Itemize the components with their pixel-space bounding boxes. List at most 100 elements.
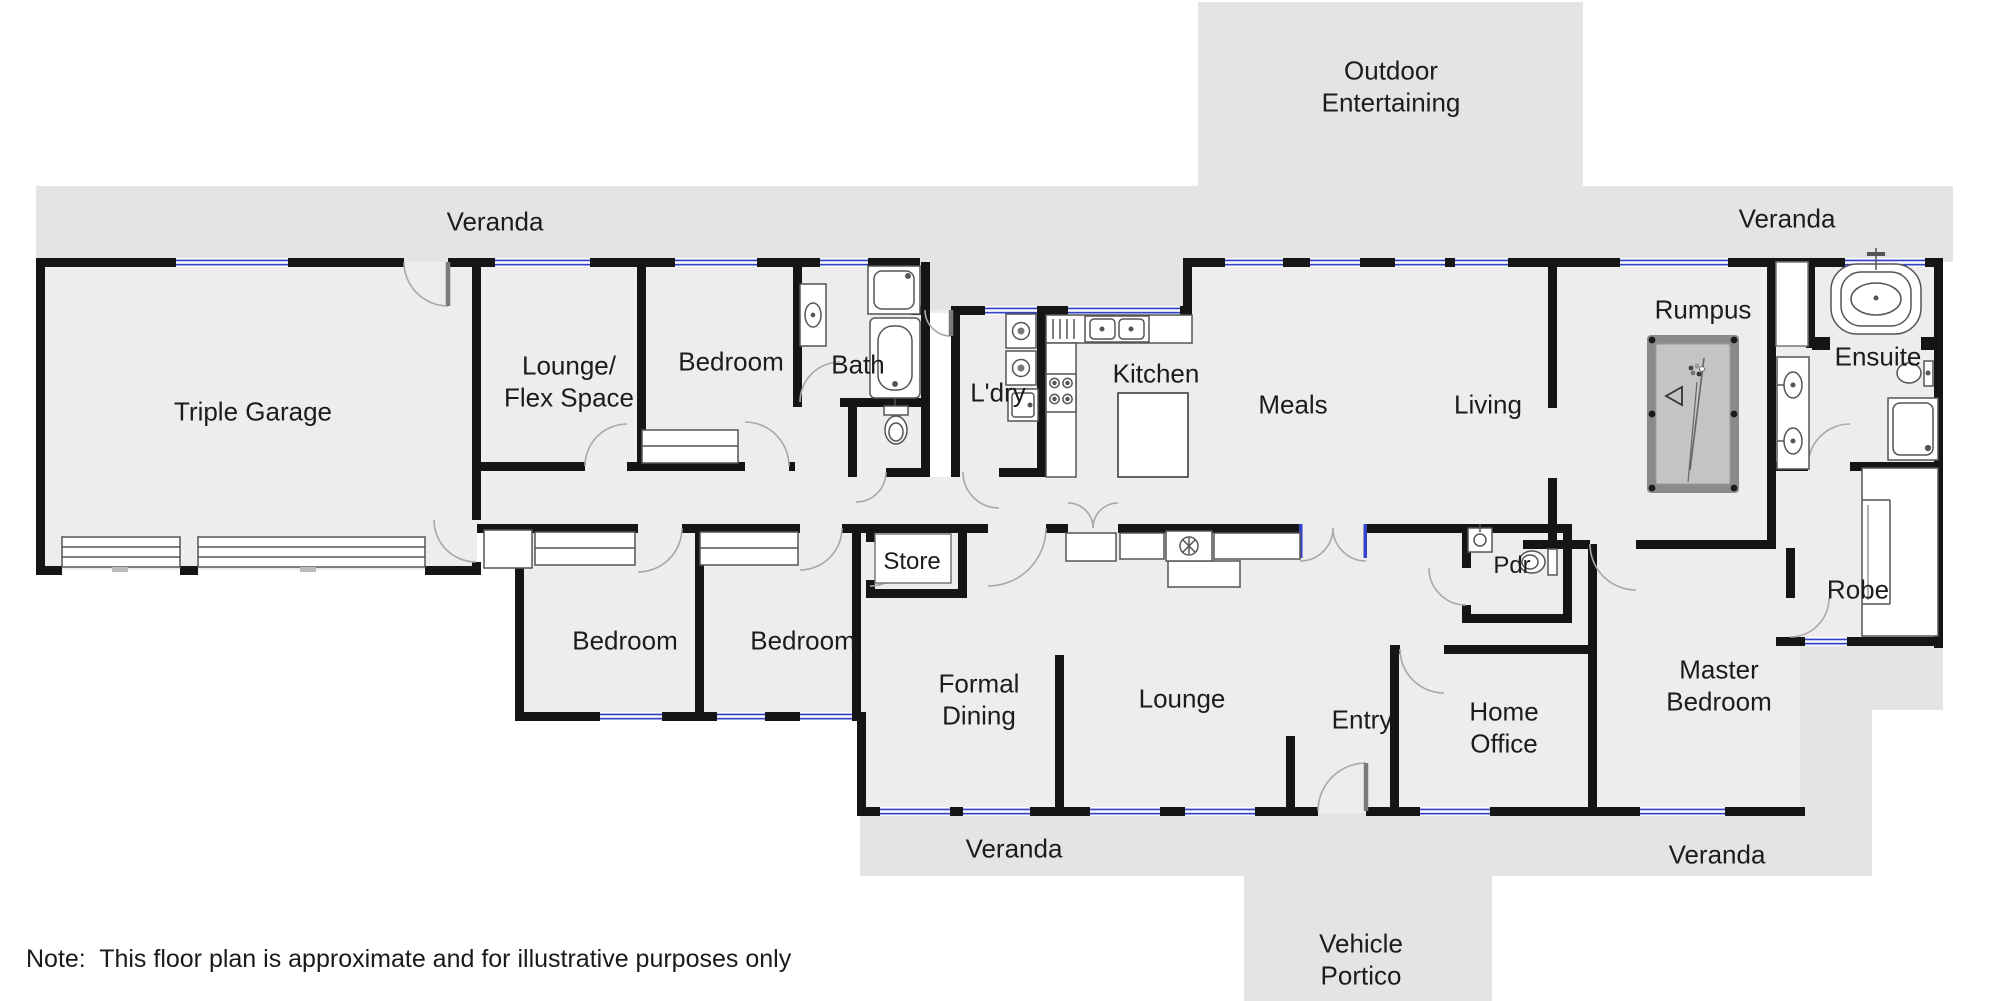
window-icon	[1090, 807, 1160, 816]
window-icon	[1395, 258, 1445, 267]
windows-layer	[176, 258, 1925, 816]
door-arc-icon	[433, 519, 477, 563]
door-arc-icon	[962, 471, 1000, 509]
label-veranda-top-right: Veranda	[1738, 203, 1836, 234]
entry-sidelight	[1363, 524, 1367, 558]
doors-layer	[403, 261, 1851, 812]
garage-door-icon	[197, 536, 426, 572]
window-icon	[675, 258, 757, 267]
door-arc-icon	[1317, 762, 1367, 812]
door-arc-icon	[1299, 527, 1334, 562]
vanity-sink-icon	[1776, 356, 1810, 470]
label-robe: Robe	[1826, 574, 1890, 605]
label-store: Store	[883, 548, 941, 575]
window-icon	[495, 258, 590, 267]
door-arc-icon	[1428, 567, 1467, 606]
washer-icon	[1005, 313, 1037, 349]
door-arc-icon	[744, 421, 790, 467]
toilet-icon	[1896, 360, 1934, 387]
window-icon	[1620, 258, 1728, 267]
label-bath: Bath	[831, 349, 885, 380]
door-arc-icon	[855, 471, 887, 503]
door-arc-icon	[637, 527, 683, 573]
label-home-office: Home Office	[1469, 696, 1539, 758]
label-lounge-flex: Lounge/ Flex Space	[503, 350, 635, 412]
window-icon	[1185, 807, 1255, 816]
label-master-bedroom: Master Bedroom	[1666, 654, 1772, 716]
window-icon	[1225, 258, 1283, 267]
bathtub-icon	[869, 317, 921, 408]
door-arc-icon	[1092, 502, 1119, 529]
label-lounge: Lounge	[1138, 683, 1226, 714]
toilet-icon	[883, 405, 909, 445]
window-icon	[1068, 306, 1180, 315]
window-icon	[1420, 807, 1490, 816]
veranda-recess	[918, 262, 1188, 310]
label-rumpus: Rumpus	[1654, 294, 1752, 325]
door-leaf	[445, 262, 1369, 811]
toilet-icon	[1518, 548, 1558, 576]
stove-icon	[1045, 373, 1077, 413]
window-icon	[600, 712, 662, 721]
wardrobe-icon	[1861, 467, 1939, 637]
door-arc-icon	[584, 423, 628, 467]
door-arc-icon	[1589, 543, 1637, 591]
door-arc-icon	[987, 527, 1047, 587]
wardrobe-icon	[641, 429, 739, 464]
shower-icon	[867, 265, 921, 315]
label-triple-garage: Triple Garage	[174, 396, 332, 427]
label-powder: Pdr	[1493, 552, 1531, 579]
label-bedroom-bottom-left: Bedroom	[572, 625, 678, 656]
door-arc-icon	[799, 361, 841, 403]
label-vehicle-portico: Vehicle Portico	[1319, 928, 1403, 990]
shower-icon	[1887, 397, 1939, 461]
vanity-sink-icon	[799, 283, 827, 347]
window-icon	[176, 258, 288, 267]
label-entry: Entry	[1331, 704, 1393, 735]
window-icon	[1455, 258, 1508, 267]
laundry-trough-icon	[1007, 388, 1039, 422]
window-icon	[800, 712, 852, 721]
window-icon	[985, 306, 1037, 315]
door-arc-icon	[403, 261, 449, 307]
freestanding-bath-icon	[1830, 248, 1922, 335]
door-arc-icon	[1332, 527, 1367, 562]
garage-door-icon	[61, 536, 181, 572]
linen-cupboard	[1775, 261, 1809, 347]
label-outdoor-entertaining: Outdoor Entertaining	[1321, 55, 1461, 117]
veranda-areas	[36, 2, 1953, 1001]
label-meals: Meals	[1258, 389, 1328, 420]
fireplace-icon	[1165, 530, 1213, 562]
kitchen-island-icon	[1117, 392, 1189, 478]
label-formal-dining: Formal Dining	[938, 668, 1020, 730]
window-icon	[820, 258, 868, 267]
wardrobe-icon	[699, 531, 799, 566]
window-icon	[717, 712, 765, 721]
label-kitchen: Kitchen	[1112, 358, 1200, 389]
fixtures-layer	[61, 248, 1939, 637]
label-bedroom-bottom-mid: Bedroom	[750, 625, 856, 656]
corridor-floor	[930, 313, 951, 477]
label-living: Living	[1454, 389, 1522, 420]
door-arc-icon	[924, 309, 952, 337]
window-icon	[1640, 807, 1725, 816]
pool-table-icon	[1647, 335, 1739, 493]
door-arc-icon	[799, 527, 843, 571]
wardrobe-icon	[534, 531, 636, 566]
door-arc-icon	[1789, 597, 1830, 638]
linen-cupboard	[483, 529, 533, 569]
vanity-sink-icon	[1467, 524, 1493, 553]
dryer-icon	[1005, 350, 1037, 386]
label-veranda-bottom-right: Veranda	[1668, 839, 1766, 870]
door-arc-icon	[1399, 648, 1445, 694]
label-bedroom-top: Bedroom	[678, 346, 784, 377]
store-shelf	[874, 533, 952, 584]
window-icon	[963, 807, 1030, 816]
window-icon	[1310, 258, 1360, 267]
label-veranda-bottom-left: Veranda	[965, 833, 1063, 864]
window-icon	[1805, 637, 1847, 646]
double-sink-icon	[1052, 315, 1150, 343]
window-icon	[880, 807, 950, 816]
